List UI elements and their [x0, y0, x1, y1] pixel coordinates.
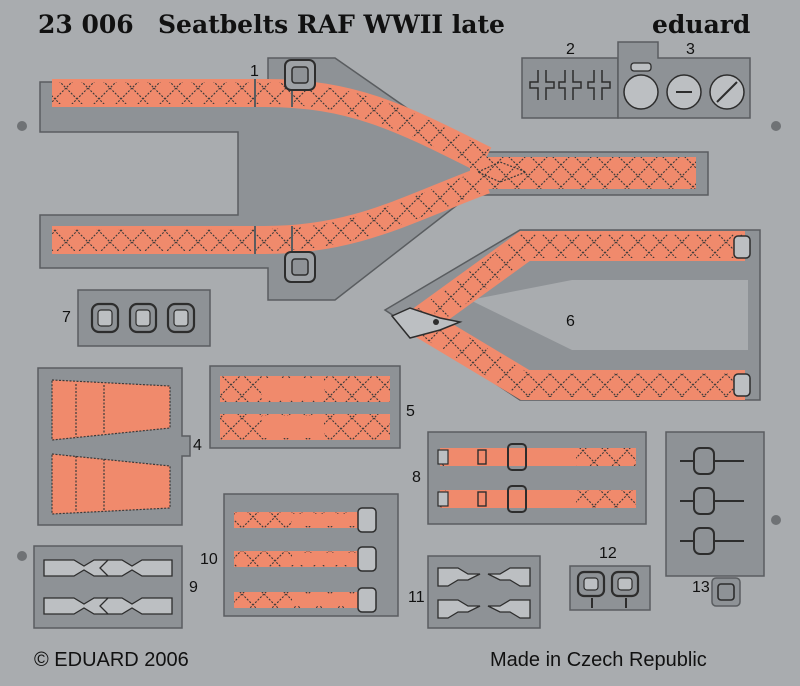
part-12-double-buckle: [569, 565, 651, 611]
part-number-5: 5: [406, 403, 415, 420]
part-11-hinge-fittings: [427, 555, 541, 629]
part-6-lap-belt: [383, 229, 761, 401]
part-9-hinge-fittings: [33, 545, 183, 629]
part-3-release-discs: [617, 41, 751, 119]
set-title: Seatbelts RAF WWII late: [158, 10, 505, 39]
part-number-2: 2: [566, 41, 575, 58]
sprue-hole: [17, 551, 27, 561]
part-4-pads: [37, 367, 191, 526]
part-number-12: 12: [599, 545, 617, 562]
copyright-text: © EDUARD 2006: [34, 649, 189, 671]
part-13-buckle-column: [665, 431, 765, 607]
part-number-1: 1: [250, 63, 259, 80]
part-8-adjuster-straps: [427, 431, 647, 525]
part-1-shoulder-harness: [39, 57, 709, 301]
set-number: 23 006: [38, 10, 134, 39]
sprue-hole: [771, 121, 781, 131]
part-number-10: 10: [200, 551, 218, 568]
part-10-straps: [223, 493, 399, 617]
part-number-3: 3: [686, 41, 695, 58]
part-number-7: 7: [62, 309, 71, 326]
sprue-hole: [17, 121, 27, 131]
part-7-buckles: [77, 289, 211, 347]
part-2-clips: [521, 57, 619, 119]
part-number-11: 11: [408, 589, 425, 606]
part-number-6: 6: [566, 313, 575, 330]
sprue-hole: [771, 515, 781, 525]
part-5-straps: [209, 365, 401, 449]
part-number-4: 4: [193, 437, 202, 454]
part-number-13: 13: [692, 579, 710, 596]
origin-text: Made in Czech Republic: [490, 649, 707, 671]
brand-logo: eduard: [652, 10, 751, 39]
part-number-8: 8: [412, 469, 421, 486]
part-number-9: 9: [189, 579, 198, 596]
